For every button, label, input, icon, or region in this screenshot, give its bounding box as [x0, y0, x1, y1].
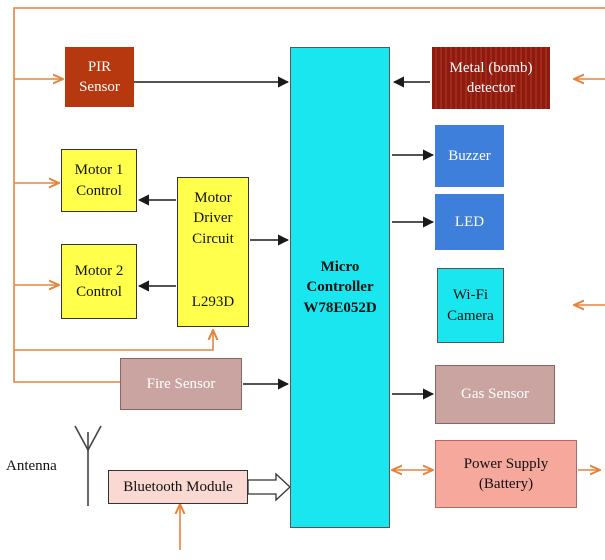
buzzer-block: Buzzer [435, 125, 504, 187]
feed-driver [14, 330, 213, 351]
microcontroller-label: Micro Controller W78E052D [303, 259, 377, 316]
antenna-icon [74, 425, 102, 506]
power-supply-label: Power Supply (Battery) [463, 455, 549, 492]
fire-sensor-block: Fire Sensor [120, 358, 242, 410]
pir-sensor-label: PIR Sensor [79, 58, 120, 95]
motor1-control-label: Motor 1 Control [74, 162, 124, 199]
bluetooth-data-arrow [247, 472, 291, 502]
fire-sensor-label: Fire Sensor [146, 375, 216, 392]
metal-detector-label: Metal (bomb) detector [449, 59, 533, 96]
antenna-label: Antenna [6, 458, 57, 474]
wifi-camera-block: Wi-Fi Camera [437, 268, 504, 343]
motor2-control-block: Motor 2 Control [61, 244, 137, 319]
microcontroller-block: Micro Controller W78E052D [290, 47, 390, 528]
motor-driver-block: Motor Driver Circuit L293D [177, 177, 249, 327]
power-supply-block: Power Supply (Battery) [435, 440, 577, 508]
bluetooth-module-block: Bluetooth Module [108, 470, 248, 504]
gas-sensor-label: Gas Sensor [461, 386, 529, 403]
led-label: LED [454, 213, 485, 230]
power-feed-lines [13, 7, 605, 550]
motor1-control-block: Motor 1 Control [61, 149, 137, 212]
led-block: LED [435, 194, 504, 250]
wifi-camera-label: Wi-Fi Camera [447, 287, 494, 324]
metal-detector-block: Metal (bomb) detector [432, 47, 550, 109]
pir-sensor-block: PIR Sensor [65, 47, 134, 107]
gas-sensor-block: Gas Sensor [435, 365, 555, 424]
feed-bus-left [13, 7, 605, 383]
buzzer-label: Buzzer [448, 147, 491, 164]
motor-driver-label: Motor Driver Circuit [192, 190, 234, 247]
signal-lines [134, 76, 435, 400]
motor2-control-label: Motor 2 Control [74, 263, 124, 300]
bluetooth-module-label: Bluetooth Module [123, 478, 233, 495]
motor-driver-chip-label: L293D [191, 293, 235, 310]
